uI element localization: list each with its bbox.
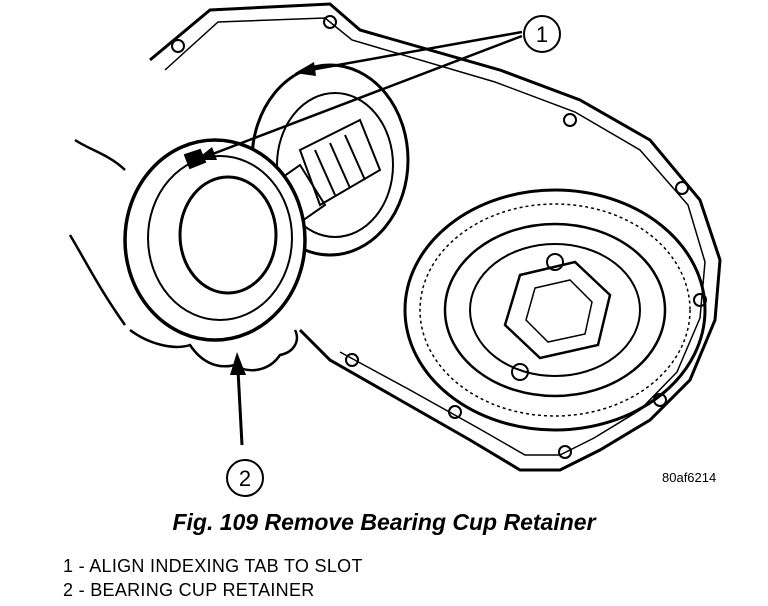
- housing-outline: [149, 2, 722, 472]
- forearm: [68, 138, 127, 326]
- legend-item-2: 2 - BEARING CUP RETAINER: [63, 580, 315, 600]
- callout-2-label: 2: [239, 466, 251, 491]
- callout-1: 1: [196, 15, 561, 160]
- figure-id: 80af6214: [662, 470, 717, 485]
- callout-1-label: 1: [536, 22, 548, 47]
- technical-illustration: 1 2: [68, 2, 722, 497]
- callout-2: 2: [226, 352, 264, 497]
- hex-nut: [503, 260, 612, 360]
- bearing-cup-retainer: [123, 138, 307, 342]
- drive-gear: [403, 188, 707, 432]
- bolt-holes: [171, 15, 707, 459]
- legend-item-1: 1 - ALIGN INDEXING TAB TO SLOT: [63, 556, 363, 576]
- figure-caption: Fig. 109 Remove Bearing Cup Retainer: [172, 509, 596, 535]
